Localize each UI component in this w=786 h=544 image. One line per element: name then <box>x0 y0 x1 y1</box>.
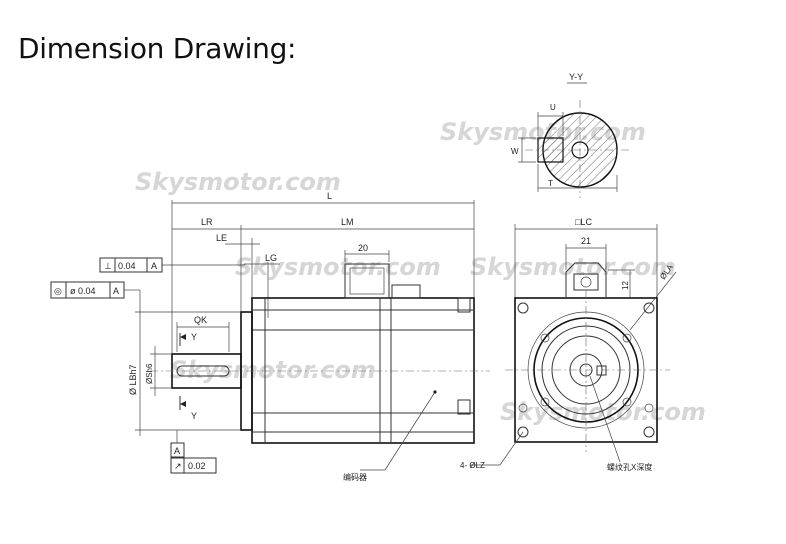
connector <box>344 263 390 299</box>
section-marker-y-top: Y <box>191 332 197 342</box>
dim-lm: LM <box>341 217 354 227</box>
perpendicularity-frame: ⊥ 0.04 A <box>99 257 245 273</box>
watermark: Skysmotor.com <box>500 398 706 426</box>
section-view-yy: Y-Y U W T <box>511 72 630 198</box>
concentricity-icon: ◎ <box>54 286 62 296</box>
dim-t: T <box>548 179 553 188</box>
runout-icon: ↗ <box>174 461 182 471</box>
dim-lb: Ø LBh7 <box>128 364 138 395</box>
runout-frame: ↗ 0.02 <box>170 457 217 474</box>
dim-le: LE <box>216 233 227 243</box>
dim-s: ØSh6 <box>145 363 154 384</box>
dim-qk: QK <box>194 315 207 325</box>
front-view: □LC 21 12 <box>460 217 677 472</box>
side-view: L LR LM LE LG 20 <box>50 191 490 482</box>
section-label: Y-Y <box>569 72 583 82</box>
mount-hole <box>517 426 529 438</box>
mount-hole <box>643 426 655 438</box>
watermark: Skysmotor.com <box>170 356 376 384</box>
dim-h12: 12 <box>621 281 630 290</box>
dim-width21: 21 <box>581 236 591 246</box>
mount-hole <box>643 302 655 314</box>
watermark: Skysmotor.com <box>235 253 441 281</box>
dim-lr: LR <box>201 217 213 227</box>
connector-front <box>565 262 607 298</box>
mount-hole <box>517 302 529 314</box>
perpendicularity-icon: ⊥ <box>104 261 112 271</box>
concentricity-frame: ◎ ø 0.04 A <box>50 281 141 300</box>
dim-l: L <box>327 191 332 201</box>
svg-text:0.02: 0.02 <box>188 461 206 471</box>
svg-text:A: A <box>151 261 157 271</box>
dim-keylen: 20 <box>358 243 368 253</box>
section-marker-y-bottom: Y <box>191 411 197 421</box>
page-title: Dimension Drawing: <box>18 32 297 65</box>
svg-text:ø 0.04: ø 0.04 <box>70 286 96 296</box>
dim-lz: 4- ØLZ <box>460 461 485 470</box>
dim-lg: LG <box>265 253 277 263</box>
encoder-label: 编码器 <box>343 472 367 482</box>
dim-u: U <box>550 103 556 112</box>
watermark: Skysmotor.com <box>470 253 676 281</box>
thread-note: 螺纹孔X深度 <box>607 462 652 472</box>
svg-text:A: A <box>113 286 119 296</box>
dim-w: W <box>511 147 519 156</box>
datum-frame: A <box>170 430 185 458</box>
svg-text:A: A <box>174 446 180 456</box>
svg-text:0.04: 0.04 <box>118 261 136 271</box>
watermark: Skysmotor.com <box>135 168 341 196</box>
dim-lc: □LC <box>575 217 592 227</box>
